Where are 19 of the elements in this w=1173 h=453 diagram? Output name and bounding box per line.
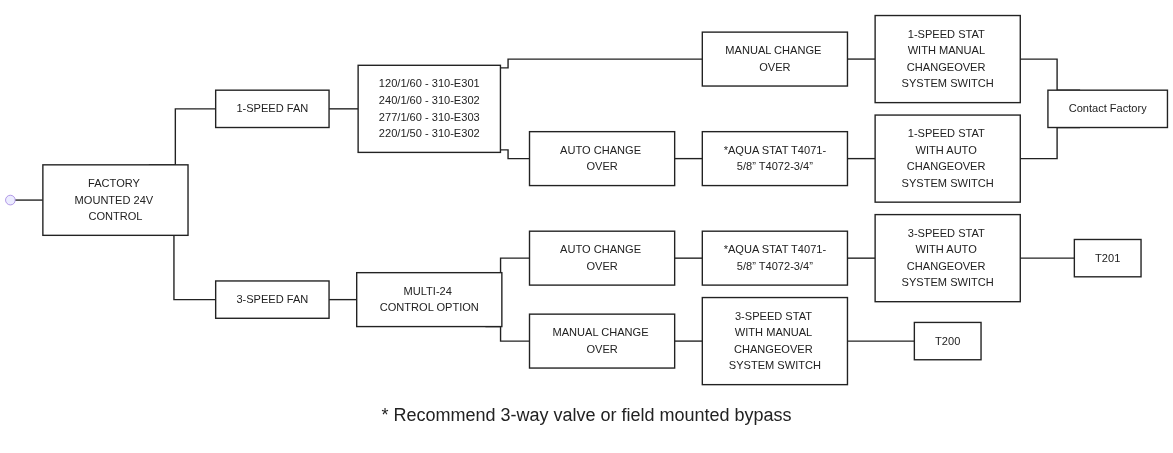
- node-box: 1-SPEED STAT WITH AUTO CHANGEOVER SYSTEM SWITCH: [874, 114, 1021, 203]
- node-box: T201: [1073, 238, 1142, 278]
- node-box: MANUAL CHANGE OVER: [701, 31, 849, 87]
- node-box: MULTI-24 CONTROL OPTION: [356, 271, 503, 328]
- node-box: 1-SPEED FAN: [215, 89, 330, 129]
- footnote-text: * Recommend 3-way valve or field mounted bypass: [380, 405, 793, 426]
- node-box: AUTO CHANGE OVER: [528, 230, 676, 286]
- node-box: FACTORY MOUNTED 24V CONTROL: [42, 164, 189, 236]
- node-box: Contact Factory: [1047, 89, 1169, 129]
- node-box: 3-SPEED STAT WITH AUTO CHANGEOVER SYSTEM SWITCH: [874, 213, 1021, 303]
- node-box: *AQUA STAT T4071-5/8” T4072-3/4”: [701, 130, 849, 187]
- node-box: 3-SPEED STAT WITH MANUAL CHANGEOVER SYSTEM SWITCH: [701, 296, 849, 386]
- node-box: AUTO CHANGE OVER: [528, 130, 676, 187]
- node-box: T200: [913, 321, 982, 361]
- node-box: *AQUA STAT T4071-5/8” T4072-3/4”: [701, 230, 849, 286]
- node-box: 1-SPEED STAT WITH MANUAL CHANGEOVER SYSTEM SWITCH: [874, 14, 1021, 104]
- node-box: 120/1/60 - 310-E301 240/1/60 - 310-E302 277/1/60 - 310-E303 220/1/50 - 310-E302: [357, 64, 502, 153]
- node-box: 3-SPEED FAN: [215, 280, 330, 319]
- node-box: MANUAL CHANGE OVER: [528, 313, 676, 369]
